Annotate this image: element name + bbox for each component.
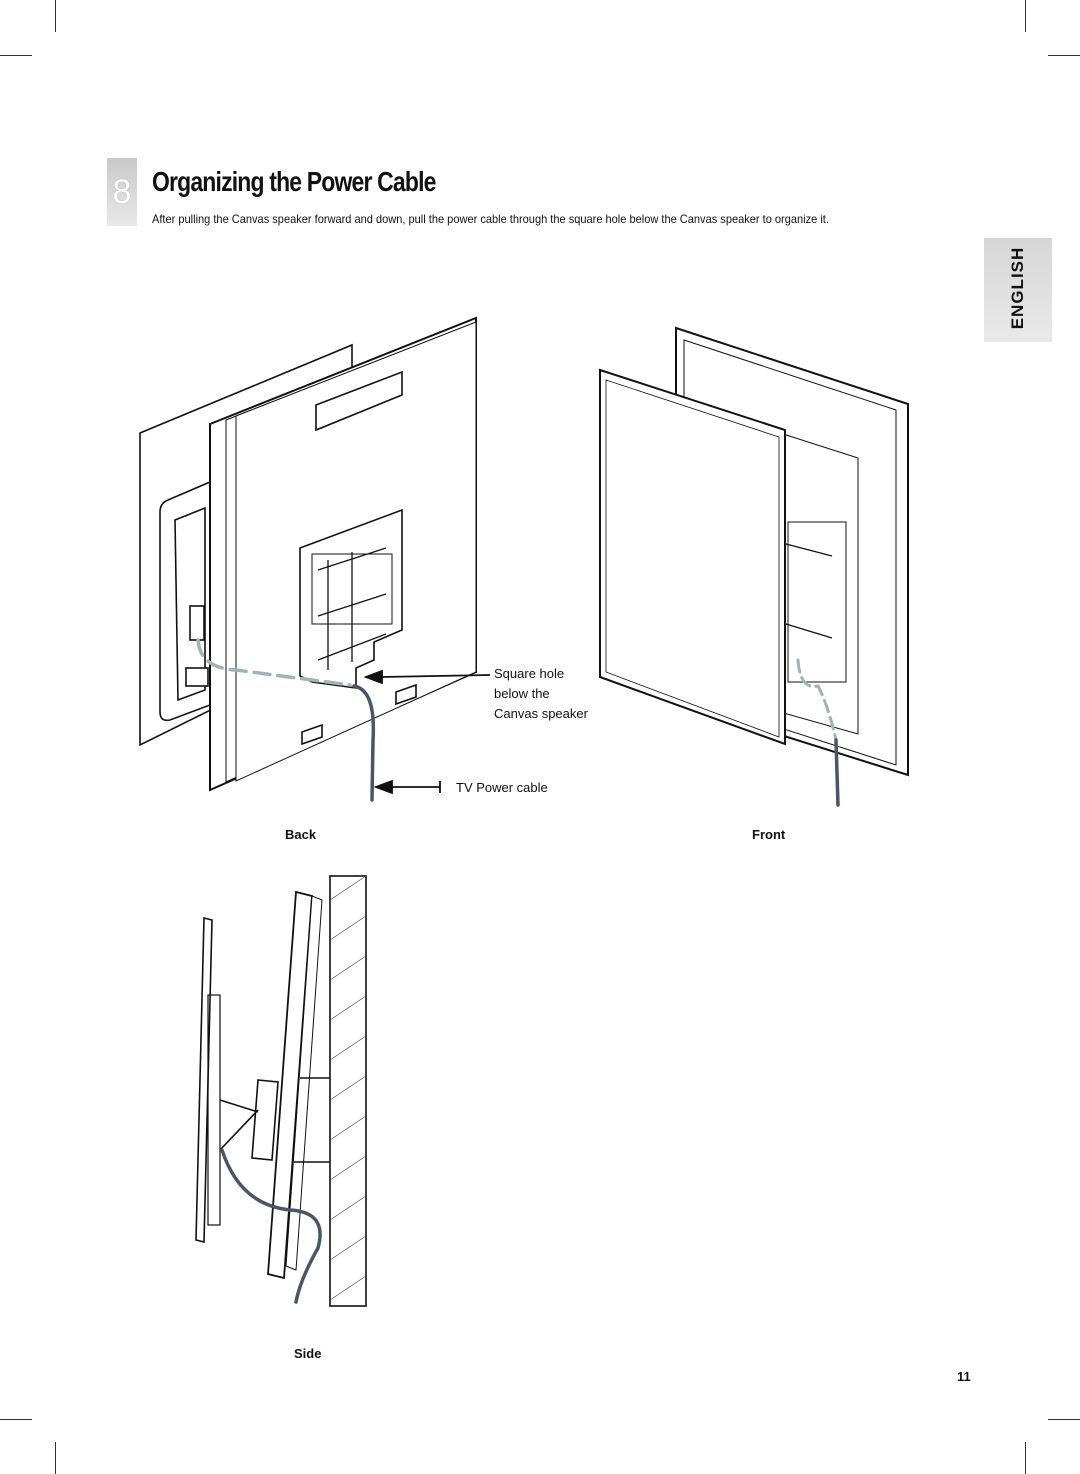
view-label-front: Front [752,827,786,842]
crop-mark [0,1419,32,1420]
step-number: 8 [112,173,132,211]
callout-power-cable: TV Power cable [456,780,548,795]
crop-mark [1025,1442,1026,1474]
back-view-drawing [139,316,477,792]
crop-mark [1025,0,1026,32]
step-number-box: 8 [107,158,137,226]
callout-square-hole-line1: Square hole [494,666,565,681]
language-tab: ENGLISH [984,238,1052,342]
view-label-side: Side [294,1346,322,1361]
crop-mark [0,55,32,56]
front-view-drawing [599,326,909,777]
crop-mark [55,1442,56,1474]
callout-square-hole-line3: Canvas speaker [494,706,588,721]
instruction-text: After pulling the Canvas speaker forward… [152,212,829,226]
page-number: 11 [957,1369,971,1384]
crop-mark [1048,1419,1080,1420]
view-label-back: Back [285,827,317,842]
crop-mark [55,0,56,32]
side-view-drawing [195,875,367,1307]
section-title: Organizing the Power Cable [152,166,436,197]
callout-square-hole-line2: below the [494,686,550,701]
crop-mark [1048,55,1080,56]
